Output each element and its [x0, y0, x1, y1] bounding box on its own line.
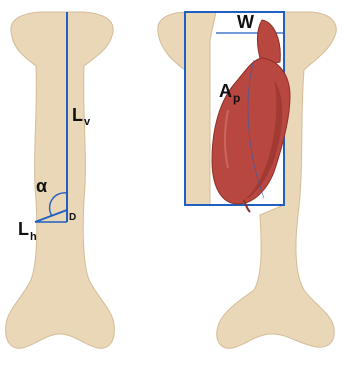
- vertical-length-label: L: [72, 105, 83, 125]
- left-bone-shape: [6, 12, 115, 348]
- vertical-length-subscript: v: [84, 116, 91, 128]
- right-bone-figure: W A p: [158, 12, 336, 348]
- organ-shape: [212, 20, 290, 212]
- horizontal-length-subscript: h: [30, 231, 37, 243]
- angle-label: α: [36, 176, 47, 196]
- width-label: W: [237, 12, 254, 32]
- left-bone-figure: L v α L h D: [6, 12, 115, 348]
- area-subscript: p: [233, 91, 240, 105]
- horizontal-length-label: L: [18, 219, 29, 239]
- right-bone-upper-fragment: [158, 12, 216, 205]
- depth-label: D: [69, 212, 76, 223]
- area-label: A: [219, 81, 232, 101]
